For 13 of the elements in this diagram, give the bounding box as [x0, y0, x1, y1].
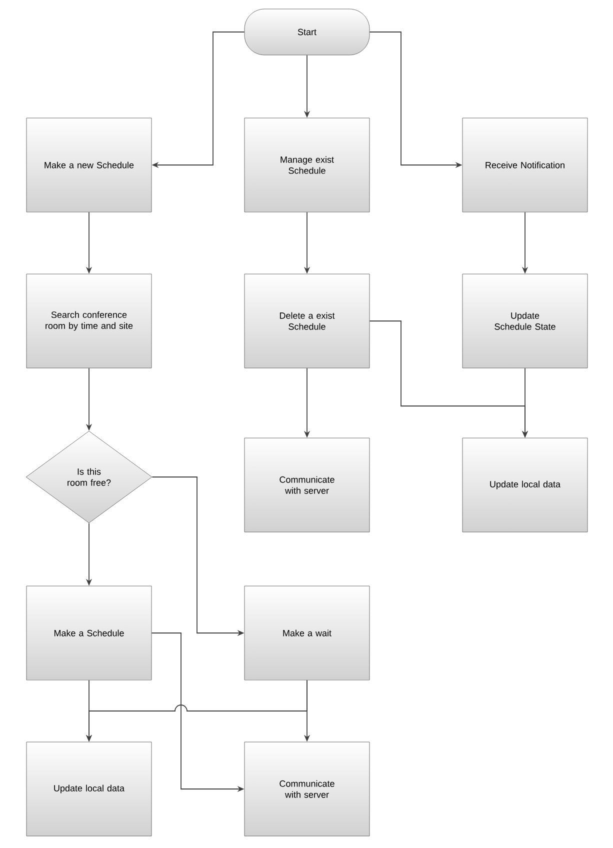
process-box: Make a new Schedule [26, 118, 152, 212]
process-box: Communicate with server [244, 742, 370, 836]
process-box: Update Schedule State [462, 274, 588, 368]
start-terminal: Start [244, 8, 370, 56]
process-box: Make a Schedule [26, 586, 152, 680]
process-box: Receive Notification [462, 118, 588, 212]
process-box: Make a wait [244, 586, 370, 680]
process-box: Update local data [26, 742, 152, 836]
process-box: Delete a exist Schedule [244, 274, 370, 368]
process-box: Search conference room by time and site [26, 274, 152, 368]
process-box: Communicate with server [244, 438, 370, 532]
process-box: Update local data [462, 438, 588, 532]
process-box: Manage exist Schedule [244, 118, 370, 212]
